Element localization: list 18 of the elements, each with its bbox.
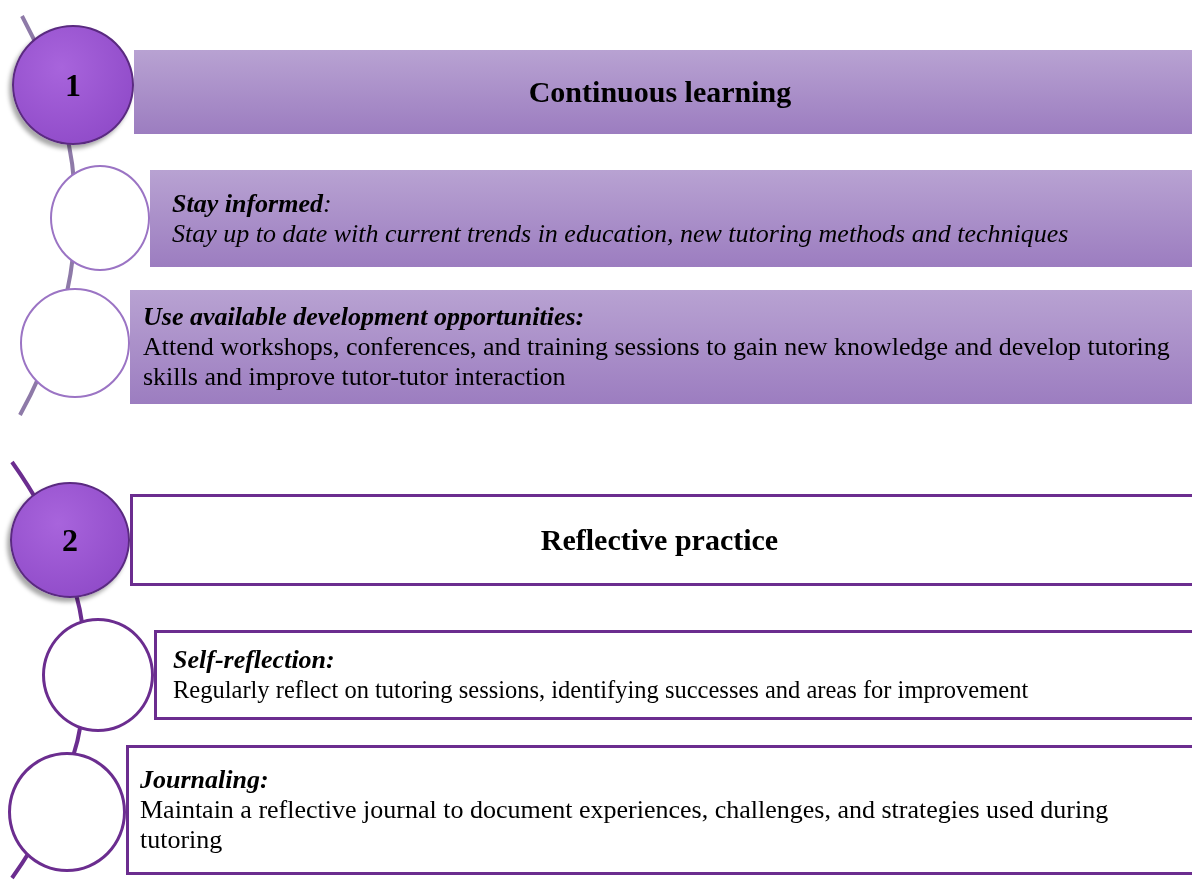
banner-band xyxy=(130,290,1192,404)
item-heading: Journaling: xyxy=(140,765,270,795)
number-circle: 2 xyxy=(10,482,130,598)
number-circle: 1 xyxy=(12,25,134,145)
banner-band xyxy=(154,630,1192,720)
item-heading: Stay informed: xyxy=(172,188,333,219)
banner-band xyxy=(150,170,1192,267)
item-description: Maintain a reflective journal to document experiences, challenges, and strategies used during tutoring xyxy=(140,795,1110,855)
banner-band xyxy=(126,745,1192,875)
section-title: Continuous learning xyxy=(527,75,793,109)
banner-band xyxy=(134,50,1192,134)
item-heading: Self-reflection: xyxy=(173,645,336,675)
section-title: Reflective practice xyxy=(539,523,780,557)
banner-band xyxy=(130,494,1192,586)
item-heading: Use available development opportunities: xyxy=(143,302,586,332)
item-description: Attend workshops, conferences, and training sessions to gain new knowledge and develop tutoring skills and improve tutor-tutor interaction xyxy=(143,332,1171,392)
item-description: Stay up to date with current trends in education, new tutoring methods and techniques xyxy=(172,218,1070,249)
item-description: Regularly reflect on tutoring sessions, identifying successes and areas for improvement xyxy=(173,675,1030,705)
